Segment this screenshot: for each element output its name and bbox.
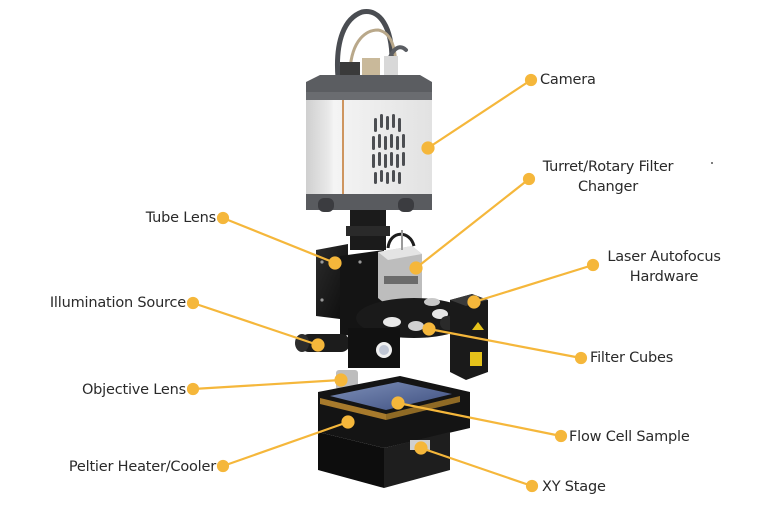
label-tube-lens: Tube Lens: [145, 210, 216, 226]
xy-stage-body: [318, 376, 470, 488]
label-turret-line1: Turret/Rotary Filter: [542, 159, 674, 175]
turret-motor: [378, 230, 422, 306]
label-peltier-heater-cooler: Peltier Heater/Cooler: [68, 459, 216, 475]
label-turret-rotary-filter-changer: Turret/Rotary Filter Changer: [538, 157, 678, 197]
label-flow-cell-sample: Flow Cell Sample: [569, 429, 690, 445]
label-illumination-source: Illumination Source: [49, 295, 186, 311]
label-turret-line2: Changer: [577, 179, 639, 195]
callout-leaders: [186, 73, 600, 493]
label-laser-line2: Hardware: [629, 269, 699, 285]
label-camera: Camera: [540, 72, 596, 88]
label-filter-cubes: Filter Cubes: [590, 350, 674, 366]
label-xy-stage: XY Stage: [542, 479, 606, 495]
camera-body: [306, 75, 432, 212]
label-objective-lens: Objective Lens: [81, 382, 186, 398]
label-laser-line1: Laser Autofocus: [607, 249, 721, 265]
label-laser-autofocus-hardware: Laser Autofocus Hardware: [600, 247, 728, 287]
